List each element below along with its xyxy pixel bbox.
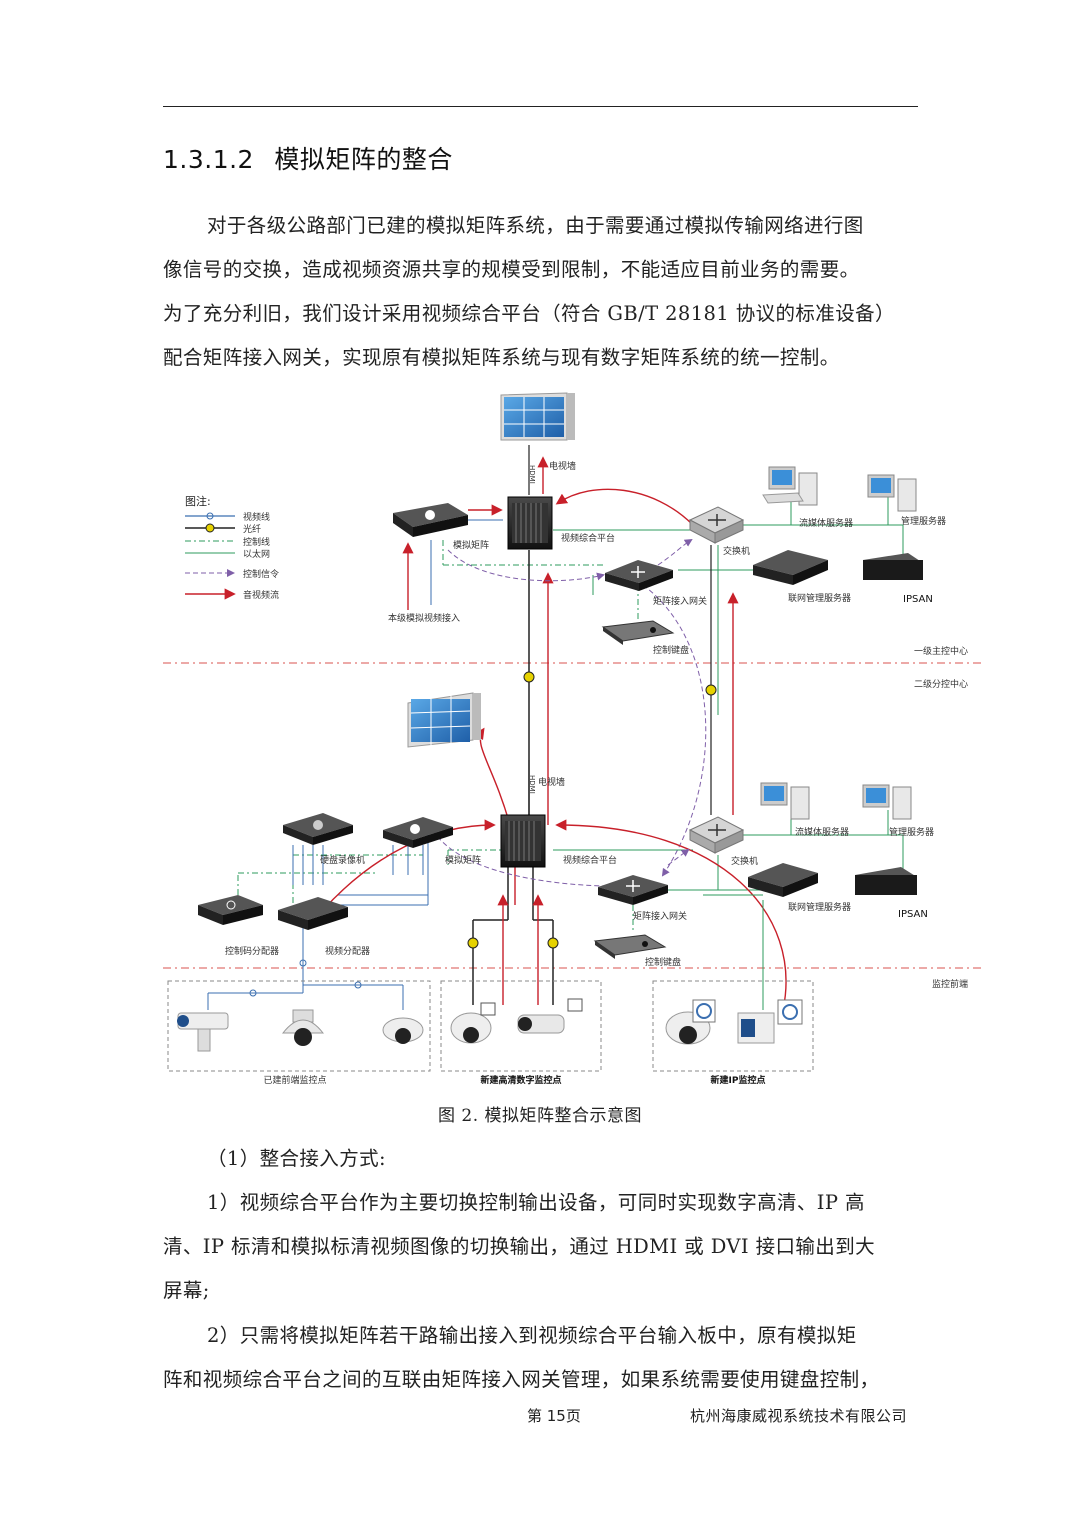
text-line: 1）视频综合平台作为主要切换控制输出设备，可同时实现数字高清、IP 高 bbox=[207, 1191, 865, 1214]
top-keyboard-label: 控制键盘 bbox=[653, 644, 689, 656]
footer-page-number: 第 15页 bbox=[527, 1407, 581, 1425]
mid-dvr bbox=[283, 813, 353, 845]
top-tv-wall bbox=[500, 392, 575, 441]
text-line: 屏幕; bbox=[163, 1279, 210, 1302]
top-gateway bbox=[605, 560, 673, 591]
mid-stream-server-label: 流媒体服务器 bbox=[795, 826, 849, 838]
top-ipsan bbox=[863, 553, 923, 580]
text-line: 2）只需将模拟矩阵若干路输出接入到视频综合平台输入板中，原有模拟矩 bbox=[207, 1324, 857, 1347]
item1-paragraph: 1）视频综合平台作为主要切换控制输出设备，可同时实现数字高清、IP 高 清、IP… bbox=[163, 1181, 918, 1313]
item2-paragraph: 2）只需将模拟矩阵若干路输出接入到视频综合平台输入板中，原有模拟矩 阵和视频综合… bbox=[163, 1314, 918, 1402]
mid-video-distributor bbox=[278, 897, 348, 930]
mid-switch-label: 交换机 bbox=[731, 855, 758, 867]
camera-pt-icon bbox=[177, 1012, 229, 1052]
section-heading: 1.3.1.2 模拟矩阵的整合 bbox=[163, 140, 453, 176]
mid-platform-label: 视频综合平台 bbox=[563, 854, 617, 866]
mid-net-server bbox=[748, 863, 818, 897]
mid-mgmt-server-label: 管理服务器 bbox=[889, 826, 934, 838]
front-ip-box bbox=[652, 980, 814, 1072]
text-line: 阵和视频综合平台之间的互联由矩阵接入网关管理，如果系统需要使用键盘控制， bbox=[163, 1368, 880, 1391]
legend-item: 控制线 bbox=[243, 536, 270, 548]
legend-item: 光纤 bbox=[243, 523, 261, 535]
top-net-server-label: 联网管理服务器 bbox=[788, 592, 851, 604]
top-connections bbox=[402, 445, 904, 877]
top-net-server bbox=[753, 550, 828, 585]
text-line: 清、IP 标清和模拟标清视频图像的切换输出，通过 HDMI 或 DVI 接口输出… bbox=[163, 1235, 876, 1258]
legend-item: 以太网 bbox=[243, 548, 270, 560]
mid-platform bbox=[500, 814, 546, 868]
text-line: 配合矩阵接入网关，实现原有模拟矩阵系统与现有数字矩阵系统的统一控制。 bbox=[163, 346, 840, 369]
mid-switch bbox=[688, 816, 745, 854]
front-hd-box bbox=[440, 980, 602, 1072]
zone-label-level1: 一级主控中心 bbox=[914, 645, 968, 657]
top-hdmi-label: HDMI bbox=[528, 465, 536, 484]
mid-ipsan bbox=[855, 867, 917, 895]
mid-net-server-label: 联网管理服务器 bbox=[788, 901, 851, 913]
mid-keyboard-label: 控制键盘 bbox=[645, 956, 681, 968]
top-platform-label: 视频综合平台 bbox=[561, 532, 615, 544]
mid-ipsan-label: IPSAN bbox=[898, 909, 928, 920]
front-ip-label: 新建IP监控点 bbox=[711, 1074, 766, 1086]
zone-label-front: 监控前端 bbox=[932, 978, 968, 990]
mid-dvr-label: 硬盘录像机 bbox=[320, 854, 365, 866]
camera-ip-dome-icon bbox=[665, 999, 716, 1045]
text-line: 为了充分利旧，我们设计采用视频综合平台（符合 GB/T 28181 协议的标准设… bbox=[163, 302, 895, 325]
legend-title: 图注: bbox=[185, 494, 211, 508]
top-matrix-label: 模拟矩阵 bbox=[453, 539, 489, 551]
text-line: 对于各级公路部门已建的模拟矩阵系统，由于需要通过模拟传输网络进行图 bbox=[207, 214, 864, 237]
footer-company: 杭州海康威视系统技术有限公司 bbox=[690, 1407, 908, 1425]
mid-connections bbox=[207, 727, 904, 1011]
front-existing-label: 已建前端监控点 bbox=[263, 1074, 326, 1086]
camera-hd-bullet-icon bbox=[517, 998, 583, 1034]
mid-tv-wall-label: 电视墙 bbox=[538, 776, 565, 788]
mid-gateway-label: 矩阵接入网关 bbox=[633, 910, 687, 922]
top-keyboard bbox=[601, 620, 675, 645]
mid-stream-server bbox=[760, 782, 810, 820]
camera-ip-box-icon bbox=[737, 999, 803, 1044]
top-switch-label: 交换机 bbox=[723, 545, 750, 557]
front-hd-label: 新建高清数字监控点 bbox=[480, 1074, 561, 1086]
top-mgmt-server bbox=[867, 474, 917, 512]
mid-matrix-label: 模拟矩阵 bbox=[445, 854, 481, 866]
top-tv-wall-label: 电视墙 bbox=[549, 460, 576, 472]
section-title: 模拟矩阵的整合 bbox=[274, 145, 453, 174]
network-diagram: 一级主控中心 二级分控中心 监控前端 图注: 视频线 光纤 控制线 以太网 控制… bbox=[163, 385, 983, 1095]
figure-caption: 图 2. 模拟矩阵整合示意图 bbox=[437, 1106, 643, 1126]
zone-lines bbox=[163, 662, 983, 969]
mid-matrix bbox=[383, 817, 453, 848]
top-mgmt-server-label: 管理服务器 bbox=[901, 515, 946, 527]
front-existing-box bbox=[167, 980, 431, 1072]
mid-tv-wall bbox=[407, 692, 481, 748]
top-platform bbox=[507, 496, 553, 550]
header-rule bbox=[163, 106, 918, 107]
subsection-heading: （1）整合接入方式: bbox=[163, 1137, 918, 1181]
top-gateway-label: 矩阵接入网关 bbox=[653, 595, 707, 607]
mid-code-distributor-label: 控制码分配器 bbox=[225, 945, 279, 957]
camera-speed-dome-icon bbox=[281, 1009, 325, 1046]
top-matrix bbox=[393, 503, 468, 537]
camera-hd-dome-icon bbox=[450, 1002, 496, 1044]
mid-code-distributor bbox=[198, 895, 263, 925]
mid-keyboard bbox=[593, 934, 667, 959]
mid-gateway bbox=[598, 875, 668, 905]
camera-dome-icon bbox=[382, 1017, 424, 1044]
top-local-input-label: 本级模拟视频接入 bbox=[388, 612, 460, 624]
zone-label-level2: 二级分控中心 bbox=[914, 678, 968, 690]
legend: 图注: 视频线 光纤 控制线 以太网 控制信令 音视频流 bbox=[185, 494, 279, 601]
legend-item: 音视频流 bbox=[243, 589, 279, 601]
mid-mgmt-server bbox=[862, 784, 912, 820]
subsection-title: （1）整合接入方式: bbox=[207, 1147, 386, 1170]
top-stream-server bbox=[762, 466, 818, 506]
text-line: 像信号的交换，造成视频资源共享的规模受到限制，不能适应目前业务的需要。 bbox=[163, 258, 860, 281]
legend-item: 视频线 bbox=[243, 511, 270, 523]
mid-hdmi-label: HDMI bbox=[528, 775, 536, 794]
mid-video-distributor-label: 视频分配器 bbox=[325, 945, 370, 957]
intro-paragraph: 对于各级公路部门已建的模拟矩阵系统，由于需要通过模拟传输网络进行图 像信号的交换… bbox=[163, 204, 918, 380]
section-number: 1.3.1.2 bbox=[163, 145, 254, 174]
top-switch bbox=[688, 506, 745, 544]
legend-item: 控制信令 bbox=[243, 568, 279, 580]
top-ipsan-label: IPSAN bbox=[903, 594, 933, 605]
top-stream-server-label: 流媒体服务器 bbox=[799, 517, 853, 529]
